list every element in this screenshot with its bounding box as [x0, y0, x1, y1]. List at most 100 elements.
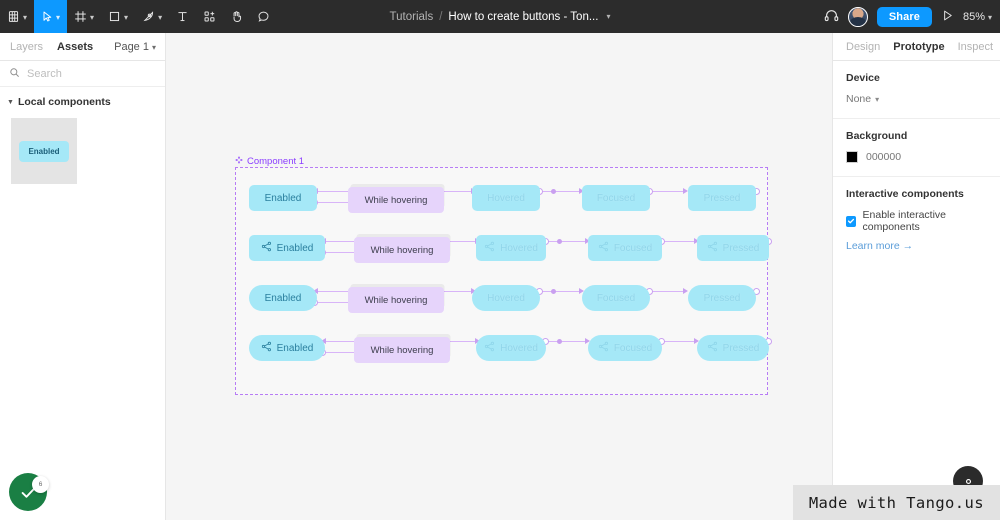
tango-step-count-badge[interactable]: 6: [32, 476, 49, 493]
chevron-down-icon: ▾: [56, 12, 61, 22]
component-thumbnail-label: Enabled: [19, 140, 69, 162]
connector-dot: [557, 239, 562, 244]
component-label-text: Component 1: [247, 156, 305, 167]
share-button[interactable]: Share: [876, 6, 932, 27]
triangle-down-icon: ▼: [7, 98, 14, 106]
interaction-label[interactable]: While hovering: [348, 287, 444, 313]
state-chip-hovered[interactable]: Hovered: [476, 235, 546, 261]
canvas[interactable]: Component 1 Enabled: [166, 33, 832, 520]
state-chip-label: Hovered: [487, 292, 525, 304]
chevron-down-icon: ▾: [875, 95, 880, 104]
interaction-label-text: While hovering: [370, 244, 434, 256]
device-section: Device None ▾: [833, 61, 1000, 119]
state-chip-hovered[interactable]: Hovered: [472, 185, 540, 211]
state-chip-focused[interactable]: Focused: [582, 185, 650, 211]
zoom-level-selector[interactable]: 85% ▾: [963, 11, 992, 23]
enable-interactive-checkbox[interactable]: [846, 215, 856, 227]
tango-watermark: Made with Tango.us: [792, 485, 1000, 520]
frame-tool-icon[interactable]: ▾: [67, 0, 101, 33]
page-selector-label: Page 1: [114, 40, 149, 53]
color-swatch[interactable]: [846, 151, 858, 163]
state-chip-label: Focused: [613, 342, 653, 354]
tab-assets[interactable]: Assets: [57, 40, 94, 53]
comment-tool-icon[interactable]: [250, 0, 277, 33]
enable-interactive-label: Enable interactive components: [862, 209, 946, 233]
search-input[interactable]: [27, 67, 169, 80]
chevron-down-icon: ▾: [151, 42, 156, 52]
breadcrumb-parent[interactable]: Tutorials: [389, 10, 434, 23]
breadcrumb-file-title[interactable]: How to create buttons - Ton...: [448, 10, 599, 23]
arrow-right-icon: [579, 188, 584, 194]
interactive-components-section: Interactive components Enable interactiv…: [833, 177, 1000, 265]
state-chip-label: Enabled: [264, 192, 302, 204]
arrow-right-icon: [683, 288, 688, 294]
arrow-right-icon: [694, 238, 699, 244]
enable-interactive-row[interactable]: Enable interactive components: [846, 209, 987, 233]
move-tool-icon[interactable]: ▾: [34, 0, 68, 33]
state-row: Enabled While hovering Hovered: [236, 328, 772, 368]
share-nodes-icon: [261, 241, 272, 255]
device-value: None: [846, 93, 872, 105]
interaction-label-text: While hovering: [370, 344, 434, 356]
state-chip-pressed[interactable]: Pressed: [688, 285, 756, 311]
component-frame-label[interactable]: Component 1: [235, 156, 304, 167]
chevron-down-icon: ▾: [124, 12, 129, 22]
arrow-right-icon: [694, 338, 699, 344]
connector-dot: [551, 189, 556, 194]
properties-tabs: Design Prototype Inspect: [833, 33, 1000, 61]
pen-tool-icon[interactable]: ▾: [135, 0, 169, 33]
chevron-down-icon: ▾: [987, 12, 992, 22]
present-play-icon[interactable]: [941, 9, 954, 25]
state-chip-enabled[interactable]: Enabled: [249, 235, 325, 261]
state-chip-focused[interactable]: Focused: [582, 285, 650, 311]
chevron-down-icon: ▾: [158, 12, 163, 22]
state-chip-enabled[interactable]: Enabled: [249, 185, 317, 211]
state-chip-label: Focused: [596, 192, 636, 204]
share-nodes-icon: [707, 241, 718, 255]
background-color-row: 000000: [846, 151, 987, 163]
tab-inspect[interactable]: Inspect: [957, 40, 994, 53]
resources-tool-icon[interactable]: [196, 0, 223, 33]
state-chip-focused[interactable]: Focused: [588, 335, 662, 361]
background-hex-value[interactable]: 000000: [866, 151, 902, 163]
state-chip-pressed[interactable]: Pressed: [688, 185, 756, 211]
page-selector[interactable]: Page 1 ▾: [114, 41, 156, 53]
share-nodes-icon: [598, 341, 609, 355]
state-chip-label: Hovered: [487, 192, 525, 204]
interaction-label[interactable]: While hovering: [354, 237, 450, 263]
arrow-right-icon: [683, 188, 688, 194]
left-sidebar: Layers Assets Page 1 ▾: [0, 33, 210, 520]
shape-tool-icon[interactable]: ▾: [101, 0, 135, 33]
search-icon: [9, 67, 20, 81]
state-chip-hovered[interactable]: Hovered: [472, 285, 540, 311]
interaction-label[interactable]: While hovering: [354, 337, 450, 363]
arrow-right-icon: [579, 288, 584, 294]
local-components-section-header[interactable]: ▼ Local components: [0, 87, 165, 114]
component-thumbnail-card[interactable]: Enabled: [11, 118, 77, 184]
hand-tool-icon[interactable]: [223, 0, 250, 33]
component-frame[interactable]: Enabled While hovering Hovered Focused P…: [235, 167, 772, 395]
right-sidebar: Design Prototype Inspect Device None ▾ B…: [832, 33, 1000, 520]
avatar[interactable]: [847, 6, 868, 27]
state-chip-enabled[interactable]: Enabled: [249, 285, 317, 311]
text-tool-icon[interactable]: [169, 0, 196, 33]
state-chip-enabled[interactable]: Enabled: [249, 335, 325, 361]
chevron-down-icon[interactable]: ▾: [606, 12, 611, 21]
device-selector[interactable]: None ▾: [846, 93, 987, 105]
state-chip-label: Enabled: [264, 292, 302, 304]
tab-layers[interactable]: Layers: [10, 40, 44, 53]
learn-more-link[interactable]: Learn more →: [846, 240, 914, 252]
state-chip-focused[interactable]: Focused: [588, 235, 662, 261]
state-chip-pressed[interactable]: Pressed: [697, 235, 769, 261]
state-chip-hovered[interactable]: Hovered: [476, 335, 546, 361]
arrow-right-icon: [585, 238, 590, 244]
headphones-icon[interactable]: [824, 8, 839, 26]
share-nodes-icon: [598, 241, 609, 255]
state-chip-pressed[interactable]: Pressed: [697, 335, 769, 361]
breadcrumb: Tutorials / How to create buttons - Ton.…: [0, 0, 1000, 33]
assets-search-row: [0, 61, 210, 87]
tab-prototype[interactable]: Prototype: [893, 40, 945, 53]
tab-design[interactable]: Design: [846, 40, 881, 53]
interaction-label[interactable]: While hovering: [348, 187, 444, 213]
figma-menu-icon[interactable]: ▾: [0, 0, 34, 33]
